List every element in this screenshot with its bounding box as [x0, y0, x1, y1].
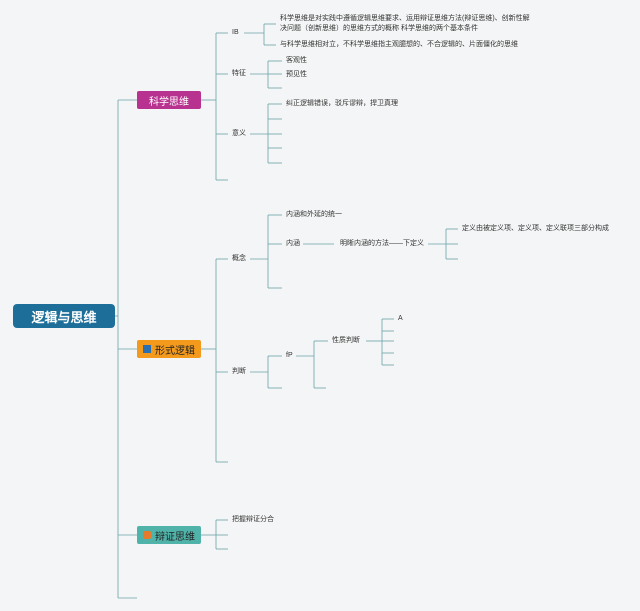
- square-icon: [143, 345, 151, 353]
- node-definition-parts[interactable]: 定义由被定义项、定义项、定义联项三部分构成: [462, 225, 609, 232]
- topic-science-thinking[interactable]: 科学思维: [137, 91, 201, 109]
- node-concept[interactable]: 概念: [232, 255, 246, 262]
- topic-label: 形式逻辑: [155, 345, 195, 357]
- node-clarify-method[interactable]: 明晰内涵的方法——下定义: [340, 240, 424, 247]
- node-feature-objective[interactable]: 客观性: [286, 57, 307, 64]
- node-science-definition[interactable]: 科学思维是对实践中遵循逻辑思维要求、运用辩证思维方法(辩证思维)、创新性解决问题…: [280, 15, 530, 32]
- topic-label: 科学思维: [149, 96, 189, 108]
- topic-dialectic-thinking[interactable]: 辩证思维: [137, 526, 201, 544]
- node-connotation[interactable]: 内涵: [286, 240, 300, 247]
- node-judgment[interactable]: 判断: [232, 368, 246, 375]
- square-icon: [143, 531, 151, 539]
- node-meaning-item[interactable]: 纠正逻辑错误，驳斥谬辩，捍卫真理: [286, 100, 398, 107]
- node-meaning[interactable]: 意义: [232, 130, 246, 137]
- node-feature-foresight[interactable]: 预见性: [286, 71, 307, 78]
- root-node[interactable]: 逻辑与思维: [13, 304, 115, 328]
- node-judgment-fp[interactable]: fP: [286, 352, 293, 359]
- topic-formal-logic[interactable]: 形式逻辑: [137, 340, 201, 358]
- node-concept-unity[interactable]: 内涵和外延的统一: [286, 211, 342, 218]
- node-nature-a[interactable]: A: [398, 315, 403, 322]
- topic-label: 辩证思维: [155, 531, 195, 543]
- node-ib[interactable]: IB: [232, 29, 239, 36]
- node-dialectic-item[interactable]: 把握辩证分合: [232, 516, 274, 523]
- node-nature-judgment[interactable]: 性质判断: [332, 337, 360, 344]
- node-unscientific-thinking[interactable]: 与科学思维相对立，不科学思维指主观臆想的、不合逻辑的、片面僵化的思维: [280, 41, 518, 48]
- node-feature[interactable]: 特征: [232, 70, 246, 77]
